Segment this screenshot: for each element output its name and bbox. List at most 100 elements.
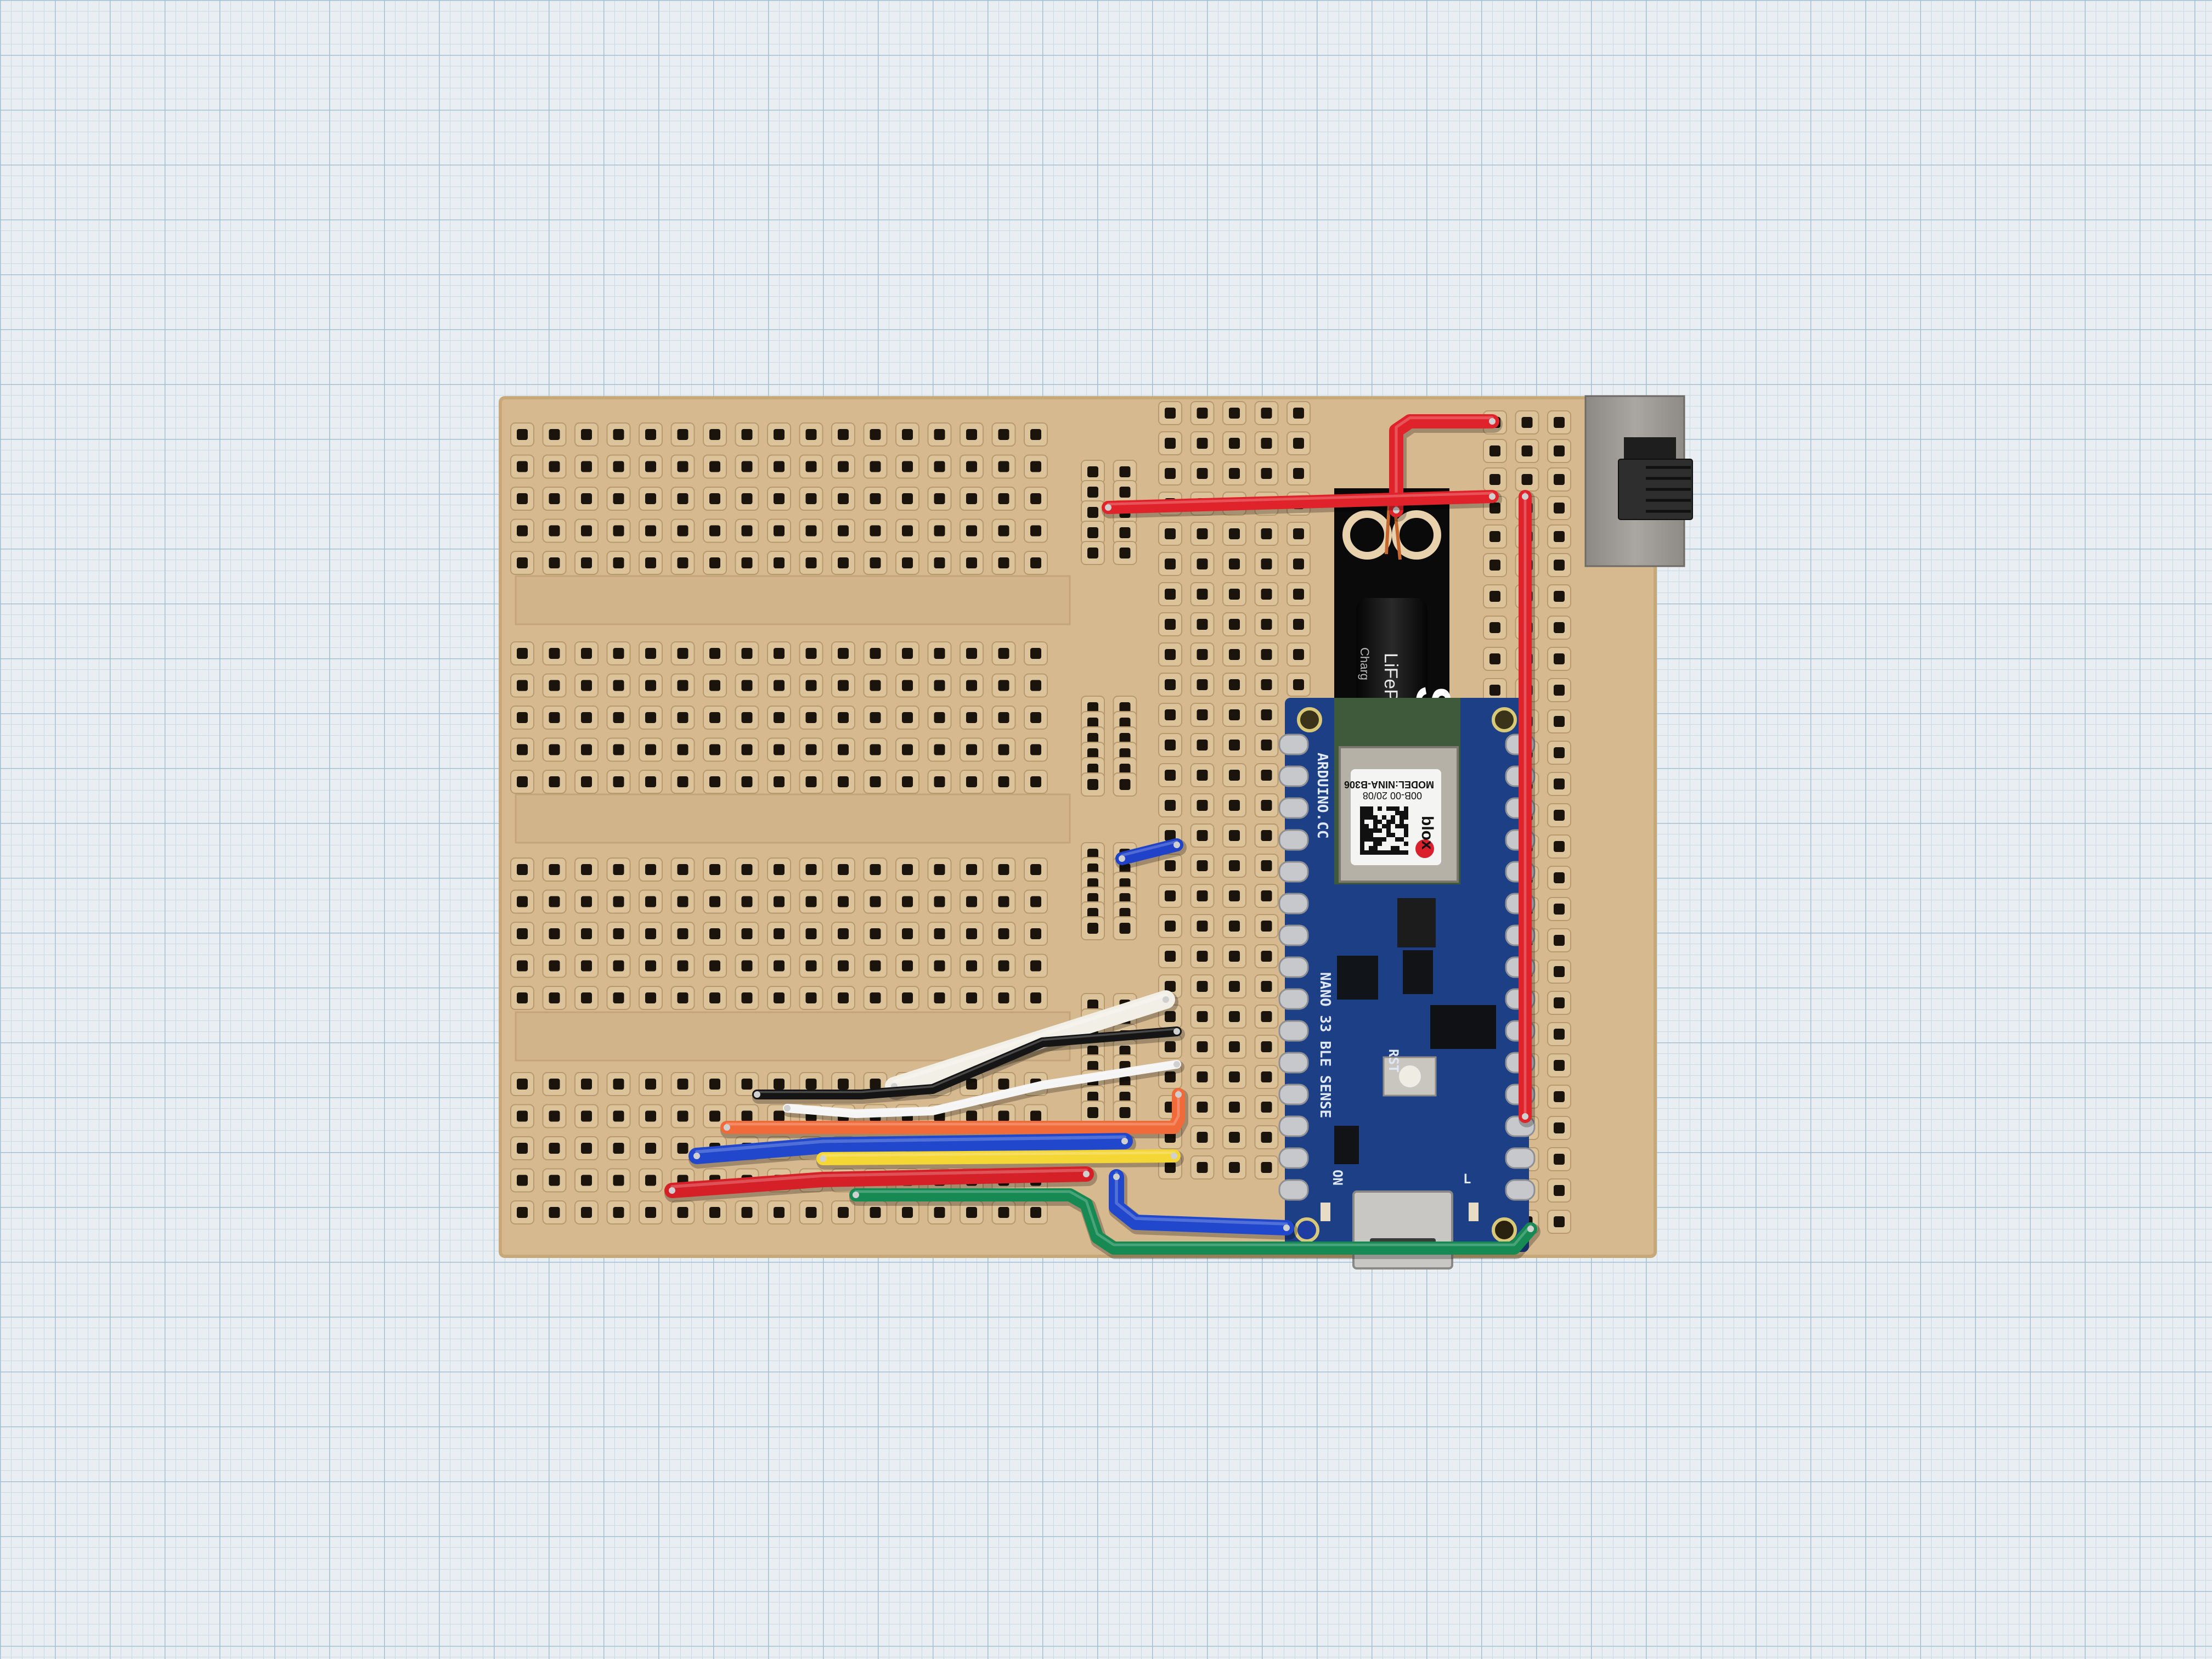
hole — [677, 864, 689, 875]
hole — [677, 493, 689, 504]
hole — [1197, 1011, 1208, 1022]
hole — [709, 776, 720, 787]
wire-red-top-bent[interactable] — [1389, 414, 1503, 522]
hole — [870, 525, 881, 537]
hole — [1030, 776, 1041, 787]
wire-yellow[interactable] — [816, 1149, 1184, 1170]
slide-switch[interactable] — [1584, 395, 1693, 567]
hole — [549, 776, 560, 787]
wire-red-top-long[interactable] — [1102, 490, 1502, 518]
hole — [838, 493, 849, 504]
hole — [549, 1079, 560, 1090]
hole — [774, 648, 785, 659]
hole — [741, 1079, 753, 1090]
hole — [741, 896, 753, 907]
hole — [902, 992, 913, 1003]
hole — [1030, 960, 1041, 972]
hole — [1293, 558, 1304, 569]
hole — [1197, 679, 1208, 690]
wire-blue-bent-right[interactable] — [1109, 1169, 1297, 1240]
hole — [1554, 474, 1565, 485]
hole — [677, 992, 689, 1003]
wire-green-bent[interactable] — [849, 1188, 1541, 1259]
hole — [645, 1207, 656, 1218]
hole — [613, 864, 624, 875]
hole — [1165, 860, 1176, 871]
hole — [774, 960, 785, 972]
hole — [1261, 679, 1272, 690]
hole — [966, 712, 977, 723]
hole — [870, 960, 881, 972]
wire-white-thin[interactable] — [783, 1060, 1184, 1122]
hole — [805, 557, 817, 568]
hole — [1087, 1046, 1098, 1057]
hole — [805, 992, 817, 1003]
hole — [774, 896, 785, 907]
hole — [805, 864, 817, 875]
hole — [581, 960, 592, 972]
hole — [1119, 548, 1131, 558]
hole — [1197, 860, 1208, 871]
hole — [838, 776, 849, 787]
hole — [741, 992, 753, 1003]
hole — [549, 557, 560, 568]
wire-blue-short[interactable] — [1115, 838, 1187, 870]
reset-button[interactable] — [1399, 1065, 1421, 1087]
hole — [934, 493, 945, 504]
hole — [1165, 1071, 1176, 1082]
hole — [934, 744, 945, 755]
hole — [1229, 951, 1240, 962]
hole — [1229, 981, 1240, 992]
hole — [1554, 1216, 1565, 1227]
hole — [1165, 1162, 1176, 1173]
hole — [838, 712, 849, 723]
hole — [1030, 712, 1041, 723]
hole — [613, 525, 624, 537]
hole — [934, 429, 945, 440]
wire-blue-long[interactable] — [689, 1133, 1136, 1169]
hole — [934, 461, 945, 472]
hole — [902, 744, 913, 755]
wire-black-bent[interactable] — [752, 1026, 1185, 1104]
hole — [1229, 770, 1240, 781]
hole — [1030, 1207, 1041, 1218]
hole — [1087, 466, 1098, 477]
hole — [1197, 890, 1208, 901]
hole — [517, 776, 528, 787]
battery-cell — [1356, 598, 1427, 724]
hole — [1030, 680, 1041, 691]
hole — [1489, 503, 1500, 514]
hole — [645, 896, 656, 907]
header-pad-right — [1505, 1147, 1536, 1169]
hole — [966, 429, 977, 440]
hole — [517, 1143, 528, 1154]
hole — [902, 960, 913, 972]
hole — [1554, 778, 1565, 789]
hole — [1554, 747, 1565, 758]
hole — [549, 648, 560, 659]
hole — [1197, 770, 1208, 781]
hole — [581, 429, 592, 440]
hole — [1030, 896, 1041, 907]
hole — [1197, 709, 1208, 720]
hole — [870, 928, 881, 939]
hole — [581, 776, 592, 787]
hole — [998, 992, 1009, 1003]
hole — [966, 1079, 977, 1090]
wire-red-lower[interactable] — [664, 1166, 1097, 1203]
hole — [1197, 800, 1208, 811]
separator-strip — [515, 793, 1071, 844]
hole — [774, 1207, 785, 1218]
wire-orange-bent[interactable] — [720, 1088, 1188, 1138]
hole — [549, 1175, 560, 1186]
hole — [1261, 890, 1272, 901]
hole — [549, 525, 560, 537]
hole — [613, 744, 624, 755]
hole — [1165, 438, 1176, 449]
hole — [934, 525, 945, 537]
hole — [517, 648, 528, 659]
header-pad-left — [1278, 988, 1309, 1010]
hole — [1030, 992, 1041, 1003]
wire-red-vertical[interactable] — [1519, 490, 1535, 1127]
hole — [613, 776, 624, 787]
